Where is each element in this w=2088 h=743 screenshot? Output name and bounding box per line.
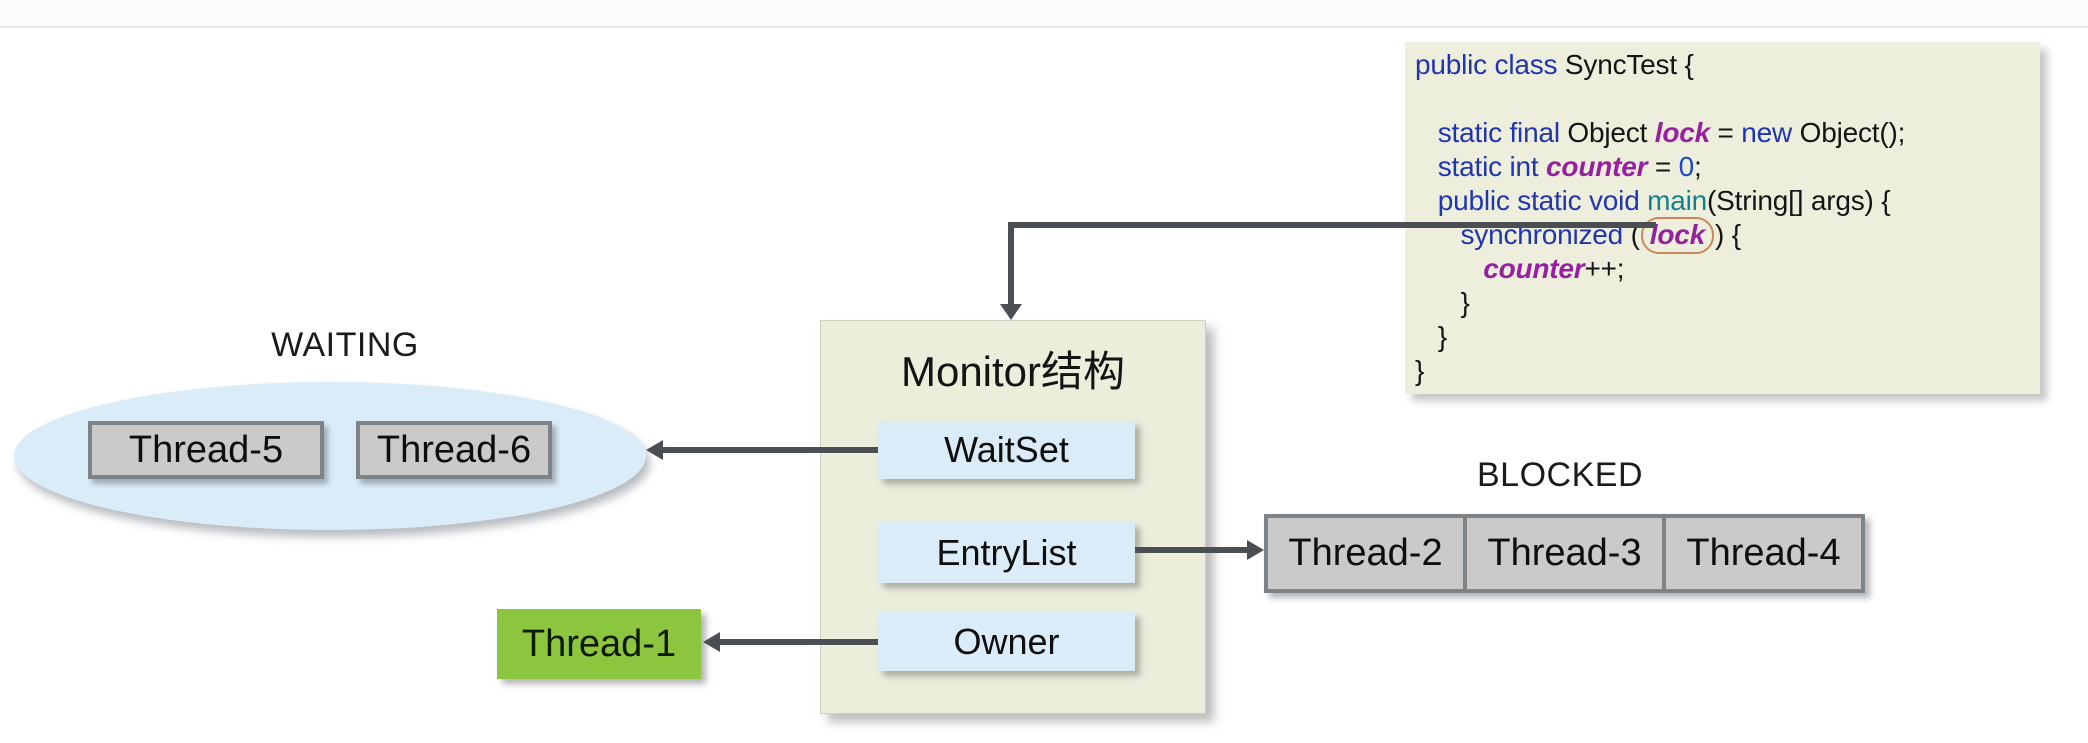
code-line: public class SyncTest {: [1415, 49, 1694, 80]
arrow-entrylist-to-blocked-head: [1247, 540, 1264, 560]
code-line: static final Object lock = new Object();: [1415, 117, 1906, 148]
code-line: counter++;: [1483, 253, 1625, 284]
waiting-label: WAITING: [271, 326, 419, 364]
arrow-owner-to-thread1-head: [703, 632, 720, 652]
code-line: }: [1415, 287, 1470, 318]
code-line: static int counter = 0;: [1415, 151, 1702, 182]
code-line: public static void main(String[] args) {: [1415, 185, 1891, 216]
thread-4-box: Thread-4: [1662, 514, 1865, 593]
arrow-waitset-to-waiting-line: [662, 447, 878, 453]
top-hairline: [0, 26, 2088, 28]
arrow-owner-to-thread1-line: [719, 639, 878, 645]
code-block: public class SyncTest { static final Obj…: [1415, 48, 2040, 388]
arrow-lock-to-monitor-vline: [1008, 222, 1014, 308]
top-band: [0, 0, 2088, 26]
monitor-title: Monitor结构: [900, 348, 1126, 395]
lock-highlight-ring: lock: [1640, 217, 1715, 254]
entrylist-slot: EntryList: [878, 522, 1135, 583]
code-line: }: [1415, 355, 1425, 386]
thread-5-box: Thread-5: [88, 421, 324, 479]
waitset-slot: WaitSet: [878, 421, 1135, 479]
thread-6-box: Thread-6: [356, 421, 552, 479]
code-panel: public class SyncTest { static final Obj…: [1405, 42, 2040, 394]
blocked-label: BLOCKED: [1477, 456, 1643, 494]
owner-slot: Owner: [878, 612, 1135, 671]
arrow-lock-to-monitor-head: [1000, 304, 1022, 320]
code-line: [1415, 82, 2040, 116]
arrow-lock-to-monitor-hline: [1008, 222, 1656, 228]
thread-3-box: Thread-3: [1463, 514, 1666, 593]
blocked-row: Thread-2 Thread-3 Thread-4: [1264, 514, 1865, 593]
arrow-entrylist-to-blocked-line: [1135, 547, 1249, 553]
code-line: }: [1415, 321, 1447, 352]
thread-2-box: Thread-2: [1264, 514, 1467, 593]
thread-1-box: Thread-1: [497, 609, 701, 679]
arrow-waitset-to-waiting-head: [646, 440, 663, 460]
